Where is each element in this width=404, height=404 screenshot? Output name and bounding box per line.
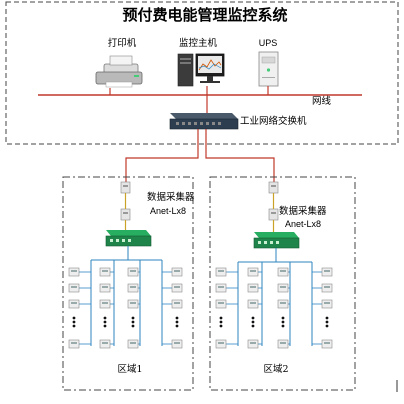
region-1-meter-icon	[68, 283, 80, 293]
region-1-meter-icon	[171, 283, 183, 293]
switch-downlinks	[125, 129, 275, 182]
region-2-ellipsis-dot	[251, 320, 255, 324]
region-1-meter-icon	[171, 339, 183, 349]
region-1-ellipsis-dot	[131, 316, 135, 320]
region-2-meter-icon	[321, 267, 333, 277]
region-1-ellipsis-dot	[72, 320, 76, 324]
industrial-switch-icon	[169, 113, 239, 130]
management-layer-boundary	[5, 1, 399, 145]
region-2-ellipsis-dot	[325, 324, 329, 328]
region-2-meter-icon	[277, 267, 289, 277]
region-2-meter-icon	[247, 299, 259, 309]
region-2-ellipsis-dot	[219, 320, 223, 324]
region-2-meter-group	[215, 248, 333, 349]
ups-label: UPS	[259, 38, 278, 48]
region-1-ellipsis-dot	[131, 320, 135, 324]
region-1-meter-icon	[68, 267, 80, 277]
region-1-meter-icon	[99, 339, 111, 349]
region-1-boundary	[62, 176, 194, 391]
region-1-meter-icon	[171, 299, 183, 309]
region-1-meter-icon	[99, 267, 111, 277]
region-2-collector-name: 数据采集器	[279, 205, 327, 217]
region-2-meter-icon	[321, 339, 333, 349]
region-1-meter-icon	[68, 299, 80, 309]
region-1-meter-icon	[68, 339, 80, 349]
region-2-ellipsis-dot	[325, 320, 329, 324]
region-1-label: 区域1	[117, 363, 142, 375]
region-1-ellipsis-dot	[175, 320, 179, 324]
region-1-meter-icon	[99, 299, 111, 309]
region-1-converter-icon	[120, 181, 131, 230]
region-1-ellipsis-dot	[72, 316, 76, 320]
diagram-title: 预付费电能管理监控系统	[122, 6, 287, 24]
region-2-ellipsis-dot	[219, 324, 223, 328]
region-2-meter-icon	[247, 283, 259, 293]
region-1-ellipsis-dot	[175, 316, 179, 320]
region-2-label: 区域2	[263, 363, 288, 375]
region-2-meter-icon	[321, 299, 333, 309]
region-2-data-collector-icon	[253, 232, 300, 249]
region-2-ellipsis-dot	[281, 320, 285, 324]
network-line-label: 网线	[312, 95, 332, 107]
network-cable	[38, 86, 362, 113]
region-2-meter-icon	[277, 283, 289, 293]
region-2-meter-icon	[215, 267, 227, 277]
region-2-meter-icon	[277, 339, 289, 349]
region-1-meter-icon	[127, 283, 139, 293]
region-1-meter-icon	[127, 299, 139, 309]
region-2-ellipsis-dot	[251, 324, 255, 328]
region-2-meter-icon	[321, 283, 333, 293]
region-2-meter-icon	[247, 339, 259, 349]
printer-label: 打印机	[108, 37, 137, 49]
region-1-collector-name: 数据采集器	[147, 191, 195, 203]
region-1-ellipsis-dot	[175, 324, 179, 328]
region-1-collector-model: Anet-Lx8	[150, 206, 186, 216]
region-1-meter-icon	[171, 267, 183, 277]
region-1-meter-icon	[127, 267, 139, 277]
host-label: 监控主机	[179, 37, 218, 49]
region-2-ellipsis-dot	[325, 316, 329, 320]
region-2-meter-icon	[215, 299, 227, 309]
region-1-ellipsis-dot	[103, 316, 107, 320]
region-2-ellipsis-dot	[281, 316, 285, 320]
region-1-meter-icon	[99, 283, 111, 293]
region-1-ellipsis-dot	[131, 324, 135, 328]
region-2-meter-icon	[215, 339, 227, 349]
ups-icon	[258, 51, 279, 87]
region-1-meter-icon	[127, 339, 139, 349]
region-2-collector-model: Anet-Lx8	[285, 219, 321, 229]
region-1-data-collector-icon	[105, 230, 152, 247]
monitoring-host-icon	[177, 53, 225, 87]
switch-label: 工业网络交换机	[240, 115, 307, 127]
printer-icon	[95, 55, 143, 88]
region-2-converter-icon	[268, 181, 279, 232]
region-1-meter-group	[68, 246, 183, 349]
region-2-ellipsis-dot	[219, 316, 223, 320]
region-2-ellipsis-dot	[251, 316, 255, 320]
region-2-boundary	[209, 176, 356, 391]
region-1-ellipsis-dot	[103, 324, 107, 328]
region-2-meter-icon	[277, 299, 289, 309]
region-1-ellipsis-dot	[72, 324, 76, 328]
region-2-ellipsis-dot	[281, 324, 285, 328]
region-2-meter-icon	[247, 267, 259, 277]
region-1-ellipsis-dot	[103, 320, 107, 324]
region-2-meter-icon	[215, 283, 227, 293]
